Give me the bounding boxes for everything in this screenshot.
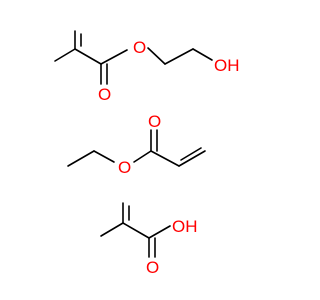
bond-vinyl-double-a: [178, 150, 206, 167]
bond-methyl: [54, 48, 76, 62]
molecule-ethyl-acrylate: O O: [67, 112, 206, 177]
structure-diagram: O O OH O O OH O: [54, 30, 240, 277]
bond-carboxyl-oh: [148, 225, 171, 239]
bond-alpha-carboxyl: [122, 222, 150, 239]
bond-ch2-ch2: [164, 48, 194, 65]
atom-carbonyl-oxygen: O: [146, 258, 159, 277]
bond-ch2-oh: [192, 48, 213, 61]
atom-ester-oxygen: O: [133, 38, 146, 57]
atom-hydroxyl-group: OH: [172, 217, 198, 236]
bond-alpha-carbonyl: [74, 48, 102, 65]
atom-carbonyl-oxygen: O: [148, 112, 161, 131]
bond-ethyl-ch2-o: [93, 150, 115, 163]
bond-carbonyl-vinyl: [150, 150, 180, 167]
bond-methyl: [100, 222, 124, 237]
molecule-hydroxyethyl-methacrylate: O O OH: [54, 30, 240, 104]
atom-hydroxyl-group: OH: [214, 56, 240, 75]
molecule-methacrylic-acid: OH O: [100, 202, 198, 277]
bond-carbonyl-ester-o: [100, 49, 128, 65]
atom-carbonyl-oxygen: O: [98, 85, 111, 104]
bond-vinyl-double-b: [180, 147, 202, 161]
atom-ester-oxygen: O: [118, 158, 131, 177]
bond-ester-o-ch2: [147, 47, 166, 65]
bond-ester-o-carbonyl: [133, 150, 152, 163]
bond-ethyl-ch3-ch2: [67, 150, 95, 167]
